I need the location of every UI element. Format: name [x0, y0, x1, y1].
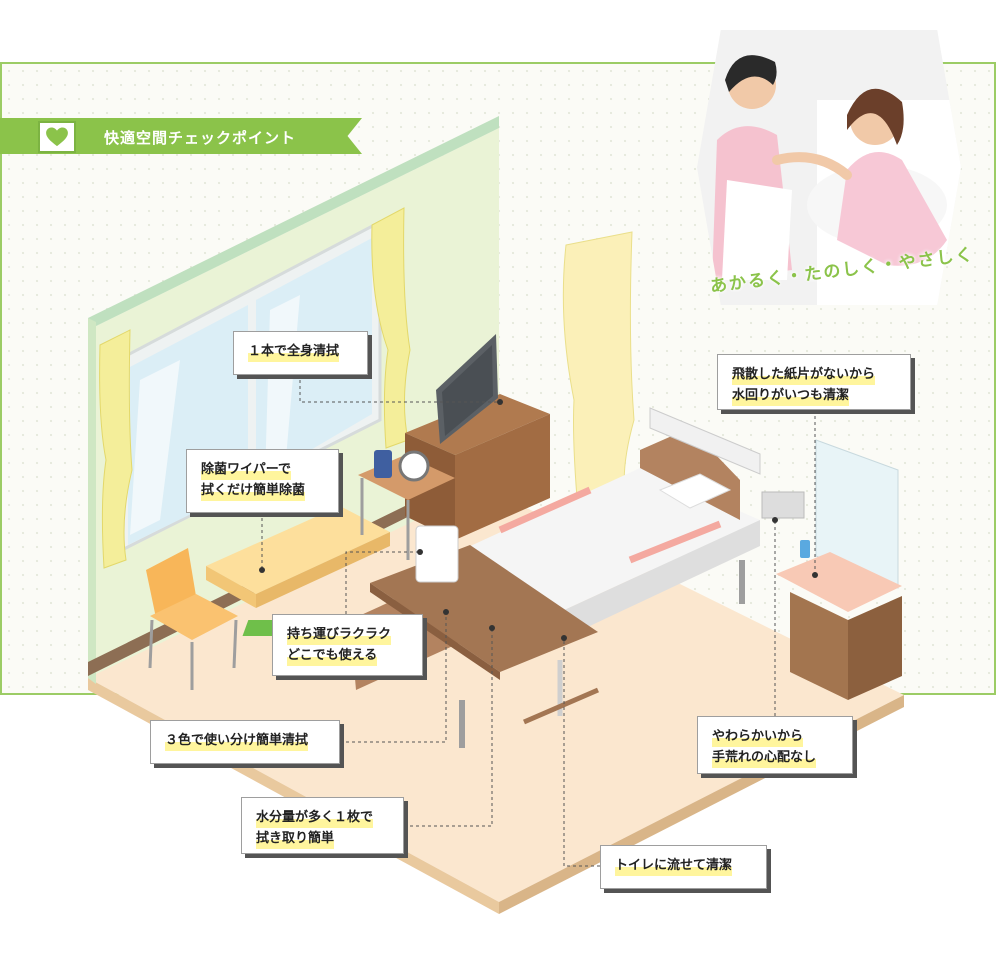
mirror	[815, 439, 899, 589]
callout-line: どこでも使える	[287, 645, 378, 666]
wall-panel	[649, 407, 761, 475]
callout-soft: やわらかいから 手荒れの心配なし	[697, 716, 853, 774]
leader-dot	[417, 549, 423, 555]
heart-icon	[46, 127, 68, 147]
leader-dot	[259, 567, 265, 573]
leader-line	[345, 551, 420, 614]
callout-line: トイレに流せて清潔	[615, 855, 733, 876]
leader-dots	[259, 399, 818, 641]
callout-line: ３色で使い分け簡単清拭	[165, 730, 309, 751]
wipe-tin	[374, 450, 392, 478]
sink-cabinet-side	[848, 596, 902, 700]
leader-lines	[261, 374, 816, 867]
callout-line: 拭き取り簡単	[256, 828, 335, 849]
leader-dot	[443, 609, 449, 615]
banner-title: 快適空間チェックポイント	[104, 129, 297, 147]
banner-icon-box	[38, 121, 76, 153]
leader-line	[340, 612, 447, 743]
bed-rail	[498, 486, 592, 534]
callout-line: １本で全身清拭	[248, 341, 340, 362]
bed-rail	[628, 520, 722, 564]
dispenser	[761, 491, 805, 519]
bed-mattress	[440, 468, 760, 612]
overbed-table-edge	[370, 583, 500, 680]
chair-leg	[148, 619, 154, 669]
caregiver-photo	[697, 30, 961, 305]
bench-side	[256, 532, 390, 608]
callout-line: 水回りがいつも清潔	[732, 385, 850, 406]
leader-line	[563, 638, 600, 867]
leader-dot	[489, 625, 495, 631]
callout-line: やわらかいから	[712, 726, 804, 747]
sink-cabinet	[790, 592, 848, 700]
callout-no-scatter: 飛散した紙片がないから 水回りがいつも清潔	[717, 354, 911, 410]
bed-front	[560, 520, 760, 640]
callout-line: 水分量が多く１枚で	[256, 807, 374, 828]
leader-dot	[561, 635, 567, 641]
callout-wiper: 除菌ワイパーで 拭くだけ簡単除菌	[186, 449, 339, 513]
callout-moisture: 水分量が多く１枚で 拭き取り簡単	[241, 797, 404, 854]
wipe-stand	[415, 525, 459, 583]
leader-dot	[772, 517, 778, 523]
pillow	[658, 473, 732, 509]
soap-bottle	[800, 540, 810, 558]
left-wall-top	[88, 116, 499, 330]
curtain-divider	[562, 231, 635, 511]
sink-counter	[776, 552, 902, 612]
bench-front	[206, 566, 256, 608]
overbed-table-base	[523, 687, 599, 725]
chair-leg	[232, 619, 238, 669]
leader-dot	[497, 399, 503, 405]
callout-line: 手荒れの心配なし	[712, 747, 817, 768]
callout-full-body: １本で全身清拭	[233, 331, 368, 375]
curtain-left	[99, 329, 133, 569]
callout-flushable: トイレに流せて清潔	[600, 845, 767, 889]
callout-line: 飛散した紙片がないから	[732, 364, 876, 385]
callout-line: 除菌ワイパーで	[201, 459, 291, 480]
bench-top	[206, 506, 390, 594]
callout-line: 拭くだけ簡単除菌	[201, 480, 306, 501]
chair-seat	[150, 594, 238, 640]
callout-line: 持ち運びラクラク	[287, 624, 392, 645]
leader-dot	[812, 572, 818, 578]
window-reflection	[130, 360, 180, 535]
clock	[398, 450, 430, 482]
callout-three-colors: ３色で使い分け簡単清拭	[150, 720, 340, 764]
wall-edge	[88, 318, 96, 684]
callout-portable: 持ち運びラクラク どこでも使える	[272, 614, 423, 676]
cabinet-front	[455, 414, 550, 540]
television-screen	[442, 345, 493, 436]
